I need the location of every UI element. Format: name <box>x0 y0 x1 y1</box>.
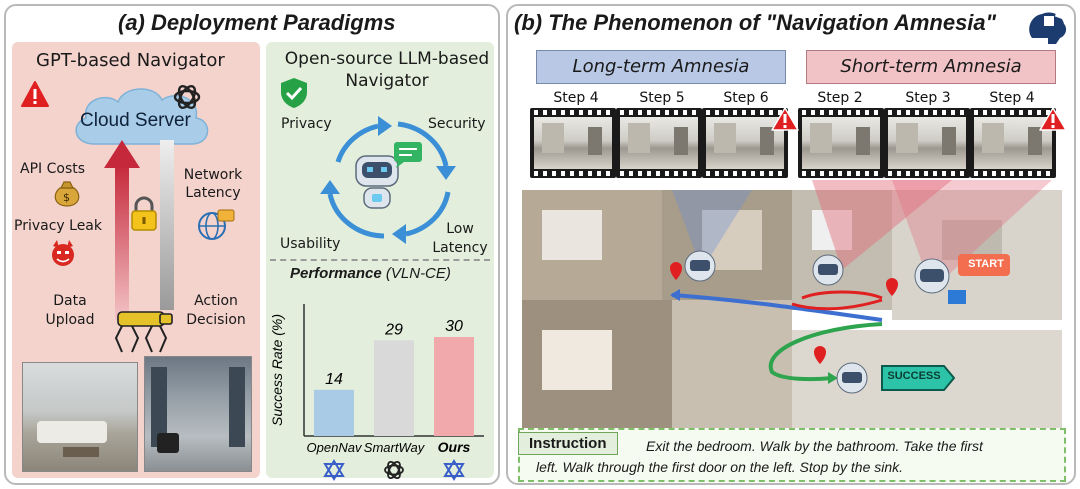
lock-icon <box>128 196 160 232</box>
warehouse-photo <box>144 356 252 472</box>
bar-value-label: 30 <box>445 318 463 335</box>
film-frame <box>530 108 616 178</box>
category-label: OpenNav <box>307 440 363 455</box>
data-upload-label: Data Upload <box>40 292 100 330</box>
long-step-label: Step 6 <box>706 90 786 106</box>
start-badge: START <box>960 258 1012 270</box>
short-term-amnesia-label: Short-term Amnesia <box>806 56 1056 77</box>
robot-chat-icon <box>350 140 426 214</box>
network-latency-label: Network Latency <box>178 166 248 202</box>
open-source-navigator-title: Open-source LLM-based Navigator <box>284 48 490 92</box>
short-step-label: Step 2 <box>800 90 880 106</box>
gpt-navigator-title: GPT-based Navigator <box>36 50 225 71</box>
money-bag-icon: $ <box>50 178 84 208</box>
y-axis-label: Success Rate (%) <box>269 314 285 426</box>
warning-icon <box>770 106 800 132</box>
brain-puzzle-icon <box>1026 8 1070 46</box>
warning-icon <box>1038 106 1068 132</box>
instruction-text-2: left. Walk through the first door on the… <box>536 459 903 475</box>
panel-b-title: (b) The Phenomenon of "Navigation Amnesi… <box>514 10 996 36</box>
film-frame <box>884 108 970 178</box>
devil-face-icon <box>48 238 78 268</box>
bar-value-label: 29 <box>384 321 403 338</box>
short-step-label: Step 4 <box>972 90 1052 106</box>
performance-divider <box>270 259 490 261</box>
robot-dog-icon <box>104 306 178 356</box>
svg-text:$: $ <box>63 191 70 204</box>
floor-plan-map <box>512 180 1072 440</box>
living-room-photo <box>22 362 138 472</box>
privacy-leak-label: Privacy Leak <box>14 218 102 234</box>
openai-logo-icon <box>170 80 204 114</box>
performance-title-sub: (VLN-CE) <box>386 265 451 282</box>
short-step-label: Step 3 <box>888 90 968 106</box>
instruction-text-1: Exit the bedroom. Walk by the bathroom. … <box>646 438 983 454</box>
bar-value-label: 14 <box>325 371 343 388</box>
openai-logo-icon <box>385 460 403 480</box>
long-step-label: Step 5 <box>622 90 702 106</box>
performance-title-main: Performance <box>290 265 382 282</box>
action-decision-label: Action Decision <box>186 292 246 330</box>
success-badge: SUCCESS <box>884 370 944 382</box>
bar-ours <box>434 337 474 436</box>
bar-opennav <box>314 390 354 436</box>
panel-a-title: (a) Deployment Paradigms <box>118 10 396 36</box>
warning-icon <box>20 80 50 108</box>
performance-title: Performance (VLN-CE) <box>290 265 451 282</box>
film-frame <box>616 108 702 178</box>
category-label: SmartWay <box>364 440 426 455</box>
shield-check-icon <box>278 76 310 110</box>
film-frame <box>798 108 884 178</box>
instruction-label: Instruction <box>518 432 618 455</box>
globe-icon <box>196 206 236 242</box>
category-label: Ours <box>438 439 471 455</box>
long-term-amnesia-label: Long-term Amnesia <box>536 56 786 77</box>
bar-smartway <box>374 340 414 436</box>
api-costs-label: API Costs <box>20 161 85 177</box>
long-step-label: Step 4 <box>536 90 616 106</box>
